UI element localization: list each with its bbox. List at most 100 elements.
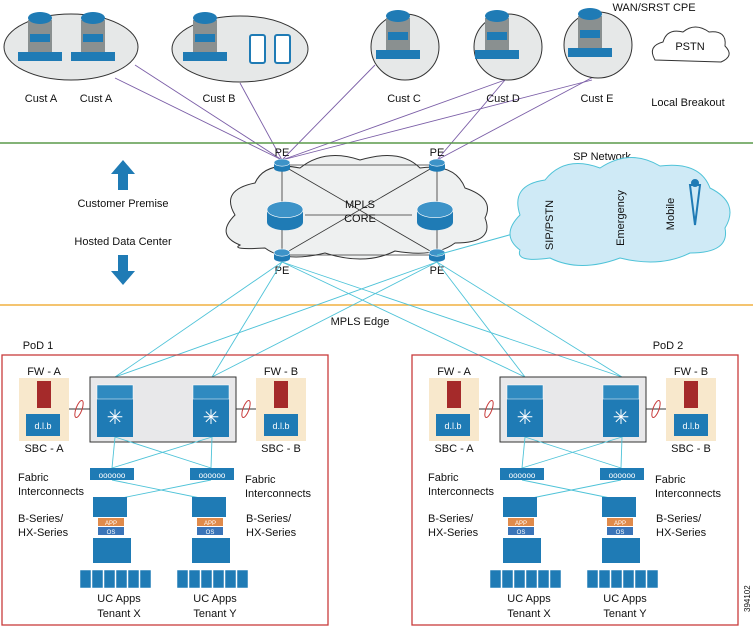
cust-a-site — [3, 13, 139, 81]
cust-label: Cust D — [486, 93, 520, 105]
firewall-icon — [274, 381, 288, 408]
nexus-switch-icon: ✳ — [192, 384, 230, 437]
firewall-icon — [684, 381, 698, 408]
cust-label: Cust C — [387, 93, 421, 105]
port-channel-icon — [241, 399, 251, 419]
fw-b-label: FW - B — [674, 366, 708, 378]
series-label: B-Series/ — [246, 513, 292, 525]
tenant-label: UC Apps — [97, 593, 141, 605]
svg-text:oooooo: oooooo — [509, 471, 536, 480]
firewall-icon — [37, 381, 51, 408]
port-channel-icon — [484, 399, 494, 419]
fw-a-label: FW - A — [27, 366, 61, 378]
svg-text:✳: ✳ — [107, 407, 124, 429]
uc-apps-icon — [176, 569, 249, 589]
fabric-label: Interconnects — [18, 486, 85, 498]
sbc-a-label: SBC - A — [24, 443, 64, 455]
port-channel-icon — [651, 399, 661, 419]
fw-b-label: FW - B — [264, 366, 298, 378]
fabric-interconnect-icon: oooooo — [190, 468, 234, 480]
pod-uplinks — [114, 261, 623, 378]
mpls-edge-label: MPLS Edge — [331, 316, 390, 328]
app-label: APP — [515, 521, 527, 527]
svg-text:oooooo: oooooo — [609, 471, 636, 480]
phone-icons — [249, 34, 291, 64]
series-label: HX-Series — [428, 527, 479, 539]
sbc-glyph: d.l.b — [34, 421, 51, 431]
cust-label: Cust B — [202, 93, 235, 105]
fabric-interconnect-icon: oooooo — [90, 468, 134, 480]
tenant-label: Tenant X — [507, 608, 551, 620]
series-label: HX-Series — [18, 527, 69, 539]
router-icon — [416, 201, 454, 231]
cpe-router-icon — [183, 12, 227, 61]
fabric-label: Fabric — [245, 474, 276, 486]
firewall-icon — [447, 381, 461, 408]
uc-apps-icon — [489, 569, 562, 589]
sbc-a-label: SBC - A — [434, 443, 474, 455]
cust-label: Cust A — [80, 93, 113, 105]
cpe-router-icon — [475, 10, 519, 59]
cpe-router-icon — [71, 12, 115, 61]
fabric-interconnect-icon: oooooo — [500, 468, 544, 480]
cust-label: Cust E — [580, 93, 613, 105]
pod-border — [411, 354, 739, 626]
figure-id: 394102 — [743, 585, 752, 612]
pe-label: PE — [430, 265, 445, 277]
sbc-glyph: d.l.b — [682, 421, 699, 431]
router-icon — [428, 158, 446, 172]
mobile-phone-icon — [274, 34, 291, 64]
cpe-router-icon — [18, 12, 62, 61]
tenant-label: Tenant X — [97, 608, 141, 620]
series-label: B-Series/ — [656, 513, 702, 525]
sbc-glyph: d.l.b — [444, 421, 461, 431]
arrow-up-icon — [111, 160, 135, 190]
pstn-cloud — [651, 26, 730, 63]
svg-text:oooooo: oooooo — [99, 471, 126, 480]
router-icon — [266, 201, 304, 231]
svg-text:oooooo: oooooo — [199, 471, 226, 480]
pod-title: PoD 2 — [653, 340, 684, 352]
fw-a-label: FW - A — [437, 366, 471, 378]
nexus-switch-icon: ✳ — [602, 384, 640, 437]
pod-title: PoD 1 — [23, 340, 54, 352]
cpe-router-icon — [376, 10, 420, 59]
fabric-links — [111, 436, 213, 501]
fabric-label: Fabric — [655, 474, 686, 486]
svg-text:✳: ✳ — [203, 407, 220, 429]
pstn-label: PSTN — [675, 41, 704, 53]
sbc-glyph: d.l.b — [272, 421, 289, 431]
app-label: APP — [204, 521, 216, 527]
tenant-label: UC Apps — [193, 593, 237, 605]
fabric-label: Interconnects — [245, 488, 312, 500]
sbc-b-label: SBC - B — [261, 443, 301, 455]
fabric-label: Fabric — [428, 472, 459, 484]
sbc-b-label: SBC - B — [671, 443, 711, 455]
series-label: HX-Series — [656, 527, 707, 539]
fabric-interconnect-icon: oooooo — [600, 468, 644, 480]
hosted-dc-label: Hosted Data Center — [74, 236, 172, 248]
fabric-links — [521, 436, 623, 501]
uc-apps-icon — [79, 569, 152, 589]
router-icon — [273, 248, 291, 262]
tenant-label: UC Apps — [603, 593, 647, 605]
cust-label: Cust A — [25, 93, 58, 105]
mpls-core-lines — [281, 164, 438, 256]
svg-text:✳: ✳ — [517, 407, 534, 429]
local-breakout-label: Local Breakout — [651, 97, 724, 109]
wan-srst-label: WAN/SRST CPE — [612, 2, 695, 14]
nexus-switch-icon: ✳ — [506, 384, 544, 437]
tenant-label: Tenant Y — [193, 608, 237, 620]
cell-tower-icon — [688, 179, 702, 226]
sbc-icon: d.l.b — [436, 414, 470, 436]
sbc-icon: d.l.b — [26, 414, 60, 436]
nexus-switch-icon: ✳ — [96, 384, 134, 437]
fabric-label: Interconnects — [428, 486, 495, 498]
routers — [266, 158, 454, 262]
arrow-down-icon — [111, 255, 135, 285]
